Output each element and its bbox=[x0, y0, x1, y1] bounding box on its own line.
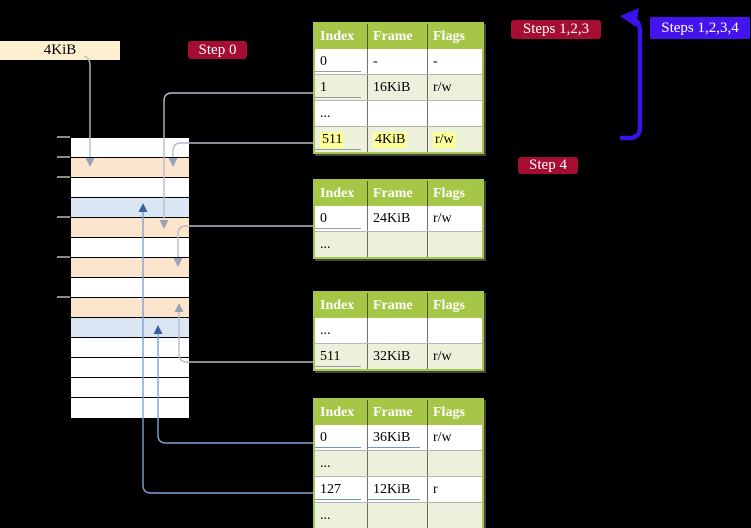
frame-cell bbox=[367, 318, 427, 343]
index-cell: ... bbox=[320, 455, 331, 471]
table-header-row: Index Frame Flags bbox=[315, 293, 482, 318]
column-header-frame: Frame bbox=[367, 24, 427, 49]
page-table-second: Index Frame Flags 0 24KiB r/w ... bbox=[313, 179, 484, 259]
big-blue-arrowhead bbox=[620, 8, 639, 27]
memory-tick bbox=[57, 296, 70, 298]
table-row: 511 32KiB r/w bbox=[315, 343, 482, 369]
flags-cell bbox=[427, 451, 482, 476]
flags-cell: r/w bbox=[427, 425, 482, 450]
physical-memory-column bbox=[70, 137, 190, 419]
frame-size-label: 4KiB bbox=[0, 41, 120, 60]
column-header-index: Index bbox=[320, 185, 355, 201]
steps-1234-label: Steps 1,2,3,4 bbox=[650, 17, 750, 39]
table-row: ... bbox=[315, 450, 482, 476]
memory-frame-row bbox=[71, 278, 189, 298]
table-row: 0 36KiB r/w bbox=[315, 425, 482, 450]
index-cell: ... bbox=[320, 322, 331, 338]
table-row: ... bbox=[315, 100, 482, 126]
column-header-index: Index bbox=[320, 28, 355, 44]
arrow-pt3-row511-to-frame-32kib bbox=[178, 312, 313, 363]
memory-frame-row bbox=[71, 158, 189, 178]
steps-123-label: Steps 1,2,3 bbox=[511, 20, 601, 39]
index-cell: ... bbox=[320, 105, 331, 121]
memory-tick bbox=[57, 136, 70, 138]
memory-tick bbox=[57, 256, 70, 258]
memory-tick bbox=[57, 176, 70, 178]
memory-tick bbox=[57, 216, 70, 218]
index-cell: 0 bbox=[315, 206, 367, 231]
frame-cell bbox=[367, 232, 427, 257]
memory-tick bbox=[57, 156, 70, 158]
table-header-row: Index Frame Flags bbox=[315, 181, 482, 206]
table-row: ... bbox=[315, 231, 482, 257]
frame-cell bbox=[367, 503, 427, 528]
flags-cell: r/w bbox=[427, 344, 482, 369]
flags-cell bbox=[427, 503, 482, 528]
memory-frame-row bbox=[71, 258, 189, 278]
memory-frame-row bbox=[71, 338, 189, 358]
table-row: 0 24KiB r/w bbox=[315, 206, 482, 231]
table-header-row: Index Frame Flags bbox=[315, 400, 482, 425]
memory-frame-row bbox=[71, 138, 189, 158]
flags-cell bbox=[427, 232, 482, 257]
page-table-third: Index Frame Flags ... 511 32KiB r/w bbox=[313, 291, 484, 371]
flags-cell: r bbox=[427, 477, 482, 502]
memory-frame-row bbox=[71, 378, 189, 398]
frame-cell: 4KiB bbox=[367, 127, 427, 152]
column-header-frame: Frame bbox=[367, 400, 427, 425]
page-table-top: Index Frame Flags 0 - - 1 16KiB r/w ... … bbox=[313, 22, 484, 154]
frame-cell: 12KiB bbox=[367, 477, 427, 502]
frame-cell bbox=[367, 451, 427, 476]
column-header-index: Index bbox=[320, 297, 355, 313]
column-header-flags: Flags bbox=[427, 24, 482, 49]
page-table-leaf: Index Frame Flags 0 36KiB r/w ... 127 12… bbox=[313, 398, 484, 528]
index-cell: 511 bbox=[315, 344, 367, 369]
memory-frame-row bbox=[71, 178, 189, 198]
table-row-highlighted: 511 4KiB r/w bbox=[315, 126, 482, 152]
index-cell: 1 bbox=[315, 75, 367, 100]
column-header-frame: Frame bbox=[367, 293, 427, 318]
column-header-frame: Frame bbox=[367, 181, 427, 206]
index-cell: 511 bbox=[315, 127, 367, 152]
frame-cell: 16KiB bbox=[367, 75, 427, 100]
table-row: ... bbox=[315, 502, 482, 528]
index-cell: ... bbox=[320, 507, 331, 523]
flags-cell: r/w bbox=[427, 127, 482, 152]
flags-cell: r/w bbox=[427, 75, 482, 100]
flags-cell bbox=[427, 101, 482, 126]
frame-cell: 32KiB bbox=[367, 344, 427, 369]
frame-cell bbox=[367, 101, 427, 126]
index-cell: ... bbox=[320, 236, 331, 252]
table-row: 127 12KiB r bbox=[315, 476, 482, 502]
frame-cell: 36KiB bbox=[367, 425, 427, 450]
table-header-row: Index Frame Flags bbox=[315, 24, 482, 49]
memory-frame-row bbox=[71, 218, 189, 238]
flags-cell bbox=[427, 318, 482, 343]
column-header-flags: Flags bbox=[427, 400, 482, 425]
column-header-flags: Flags bbox=[427, 293, 482, 318]
table-row: 0 - - bbox=[315, 49, 482, 74]
memory-frame-row bbox=[71, 318, 189, 338]
table-row: 1 16KiB r/w bbox=[315, 74, 482, 100]
arrow-pt1-row511-to-frame-4kib bbox=[172, 142, 313, 157]
frame-cell: - bbox=[367, 49, 427, 74]
flags-cell: r/w bbox=[427, 206, 482, 231]
flags-cell: - bbox=[427, 49, 482, 74]
table-row: ... bbox=[315, 318, 482, 343]
column-header-index: Index bbox=[320, 404, 355, 420]
step4-label: Step 4 bbox=[518, 157, 578, 174]
memory-frame-row bbox=[71, 398, 189, 418]
arrow-pt2-row0-to-frame-24kib bbox=[177, 225, 313, 257]
index-cell: 0 bbox=[315, 425, 367, 450]
index-cell: 0 bbox=[315, 49, 367, 74]
frame-cell: 24KiB bbox=[367, 206, 427, 231]
step0-label: Step 0 bbox=[188, 41, 247, 59]
big-blue-loop-arrow bbox=[620, 16, 643, 141]
column-header-flags: Flags bbox=[427, 181, 482, 206]
index-cell: 127 bbox=[315, 477, 367, 502]
memory-frame-row bbox=[71, 198, 189, 218]
memory-frame-row bbox=[71, 358, 189, 378]
memory-frame-row bbox=[71, 298, 189, 318]
memory-frame-row bbox=[71, 238, 189, 258]
